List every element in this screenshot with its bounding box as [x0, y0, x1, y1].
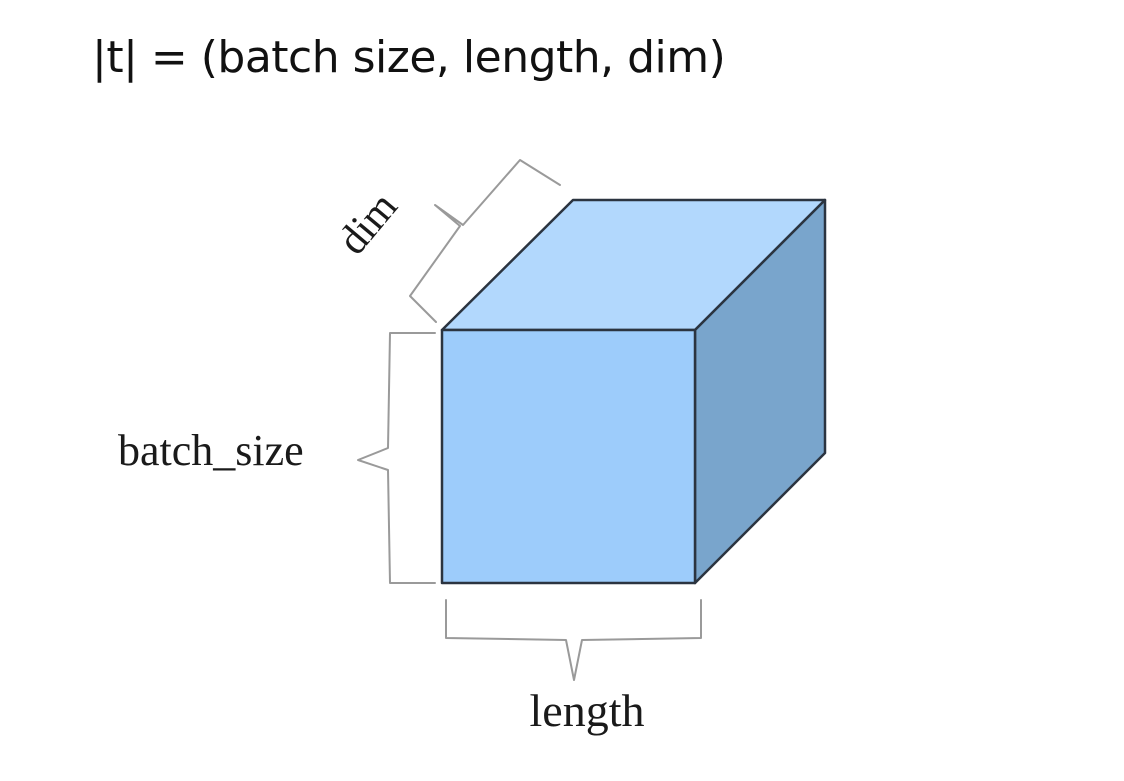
- length-label: length: [530, 685, 645, 736]
- batch-size-brace: [357, 332, 436, 584]
- length-brace: [445, 599, 702, 681]
- tensor-shape-title: |t| = (batch size, length, dim): [92, 32, 726, 83]
- dim-label: dim: [329, 184, 406, 264]
- batch-size-label: batch_size: [118, 426, 304, 475]
- dim-brace: [409, 159, 561, 323]
- cube-front-face: [440, 328, 697, 585]
